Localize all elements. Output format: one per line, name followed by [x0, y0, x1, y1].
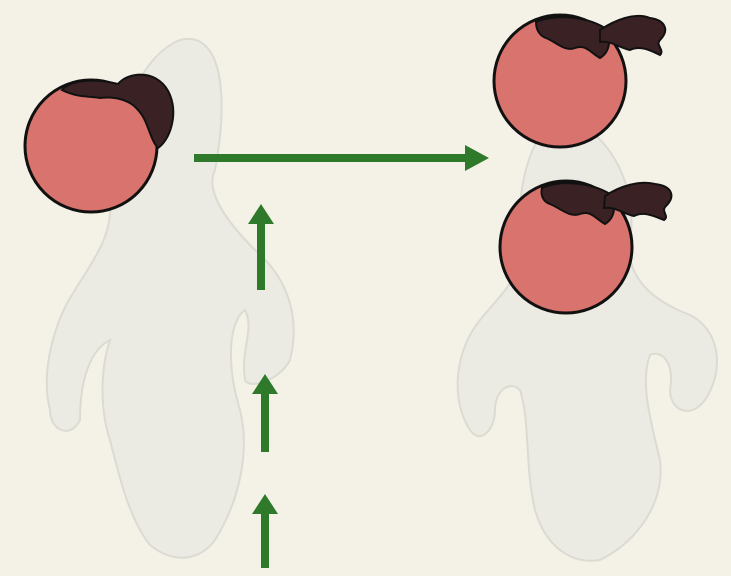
top-right-head — [494, 15, 665, 147]
horizontal-arrow — [194, 145, 489, 171]
vertical-arrow-bottom — [252, 494, 278, 568]
vertical-arrow-middle — [252, 374, 278, 452]
